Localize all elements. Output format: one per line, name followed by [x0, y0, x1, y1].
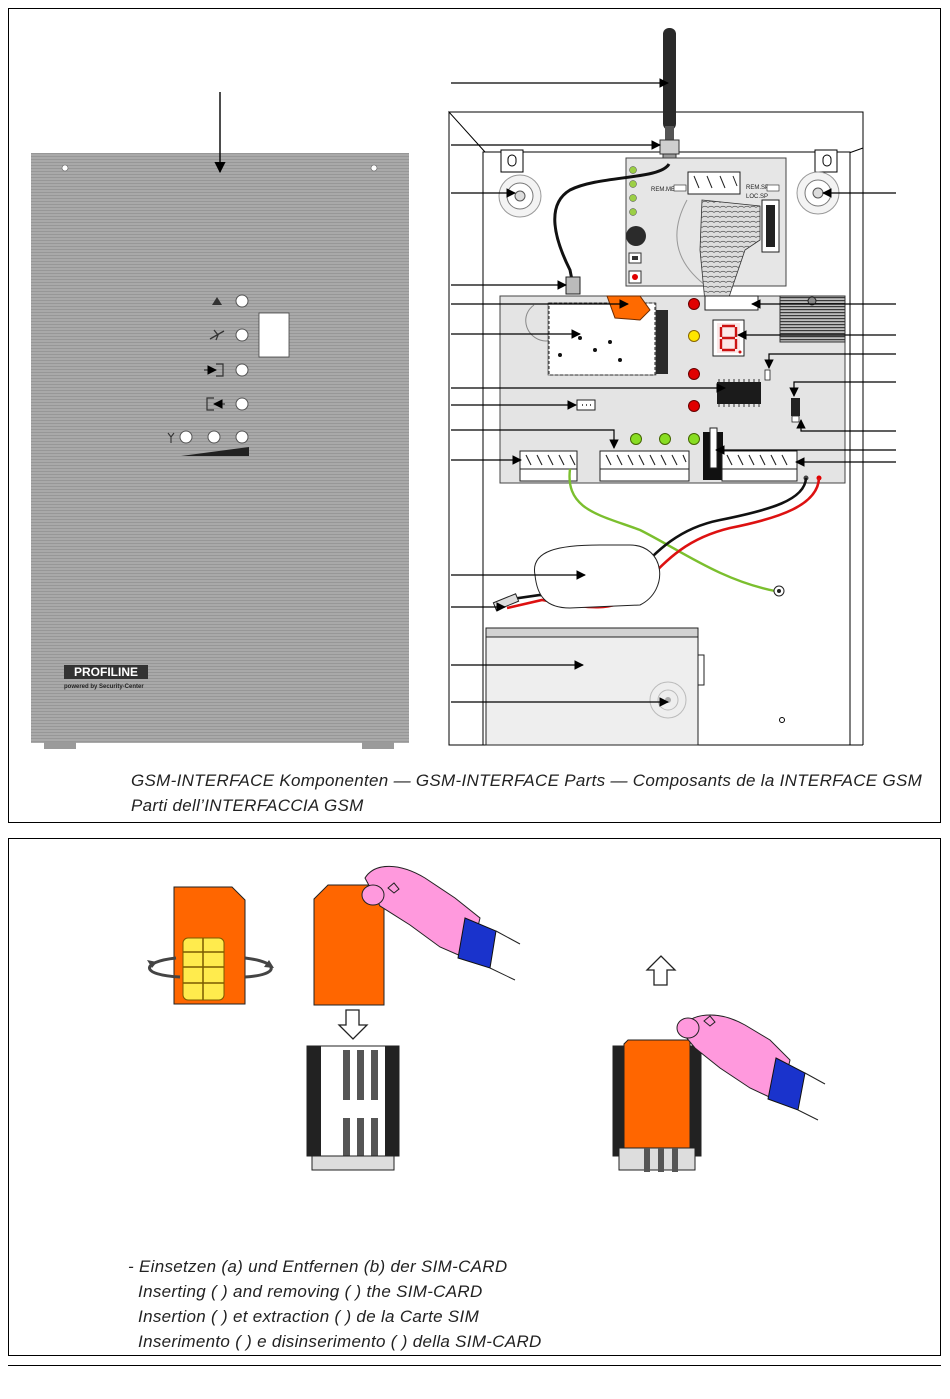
svg-text:LOC.SP: LOC.SP	[746, 194, 768, 200]
antenna-coax-cable	[553, 163, 671, 286]
ribbon-cable	[699, 199, 761, 303]
sim-remove-illustration	[612, 955, 826, 1172]
ribbon-connector	[704, 295, 759, 311]
led-signal-1	[179, 430, 193, 444]
input-icon	[204, 363, 224, 377]
led-signal-3	[235, 430, 249, 444]
antenna-icon	[167, 432, 175, 443]
cover-foot-left	[44, 742, 76, 749]
led-output	[235, 397, 249, 411]
battery	[485, 627, 705, 746]
antenna	[659, 28, 680, 165]
terminal-block-left	[519, 450, 578, 482]
antenna-rod	[663, 28, 676, 130]
sim-caption-line-de: - Einsetzen (a) und Entfernen (b) der SI…	[128, 1257, 508, 1276]
modem-connector	[656, 310, 668, 374]
front-cover: PROFILINE powered by Security-Center	[31, 153, 409, 749]
earth-wire	[568, 468, 776, 593]
svg-text:REM.MEM: REM.MEM	[651, 187, 680, 193]
profiline-logo: PROFILINE powered by Security-Center	[64, 665, 148, 690]
microcontroller	[717, 382, 761, 404]
gsm-buzzer	[626, 226, 646, 246]
terminal-block-middle	[599, 450, 690, 482]
callout-arrows	[451, 78, 896, 707]
sim-caption-line-it: Inserimento ( ) e disinserimento ( ) del…	[128, 1332, 542, 1351]
alarm-triangle-icon	[212, 297, 222, 305]
sim-insert-illustration	[306, 865, 521, 1171]
sim-card-standalone	[147, 886, 274, 1005]
figure-caption-line-1: GSM-INTERFACE Komponenten — GSM-INTERFAC…	[131, 771, 923, 790]
antenna-connector	[659, 139, 680, 155]
cover-foot-right	[362, 742, 394, 749]
led-fault	[235, 328, 249, 342]
terminal-block-right	[721, 450, 798, 482]
cover-body	[31, 153, 409, 743]
led-alarm	[235, 294, 249, 308]
svg-text:REM.SP: REM.SP	[746, 185, 769, 191]
cover-window	[258, 312, 290, 358]
cable-slot	[534, 544, 661, 609]
svg-text:PROFILINE: PROFILINE	[74, 665, 138, 679]
figure-caption-line-2: Parti dell’INTERFACCIA GSM	[131, 796, 364, 815]
page-bottom-rule	[8, 1365, 941, 1366]
coax-connector	[565, 276, 581, 295]
output-icon	[206, 397, 225, 411]
cover-screw-hole-right	[370, 164, 378, 172]
gsm-module-board: REM.MEM REM.SP LOC.SP	[625, 157, 787, 303]
fault-bolt-icon	[209, 329, 225, 341]
sim-caption-line-fr: Insertion ( ) et extraction ( ) de la Ca…	[128, 1307, 480, 1326]
main-pcb	[499, 295, 846, 484]
gsm-parts-panel	[8, 8, 941, 823]
figure-caption: GSM-INTERFACE Komponenten — GSM-INTERFAC…	[131, 768, 936, 818]
sim-card-panel	[8, 838, 941, 1356]
sim-caption-line-en: Inserting ( ) and removing ( ) the SIM-C…	[128, 1282, 483, 1301]
led-signal-2	[207, 430, 221, 444]
svg-text:powered by Security-Center: powered by Security-Center	[64, 684, 144, 690]
signal-strength-wedge	[181, 447, 249, 456]
led-input	[235, 363, 249, 377]
housing-left-wall	[448, 110, 486, 746]
cover-screw-hole-left	[61, 164, 69, 172]
sim-caption: - Einsetzen (a) und Entfernen (b) der SI…	[128, 1254, 828, 1354]
